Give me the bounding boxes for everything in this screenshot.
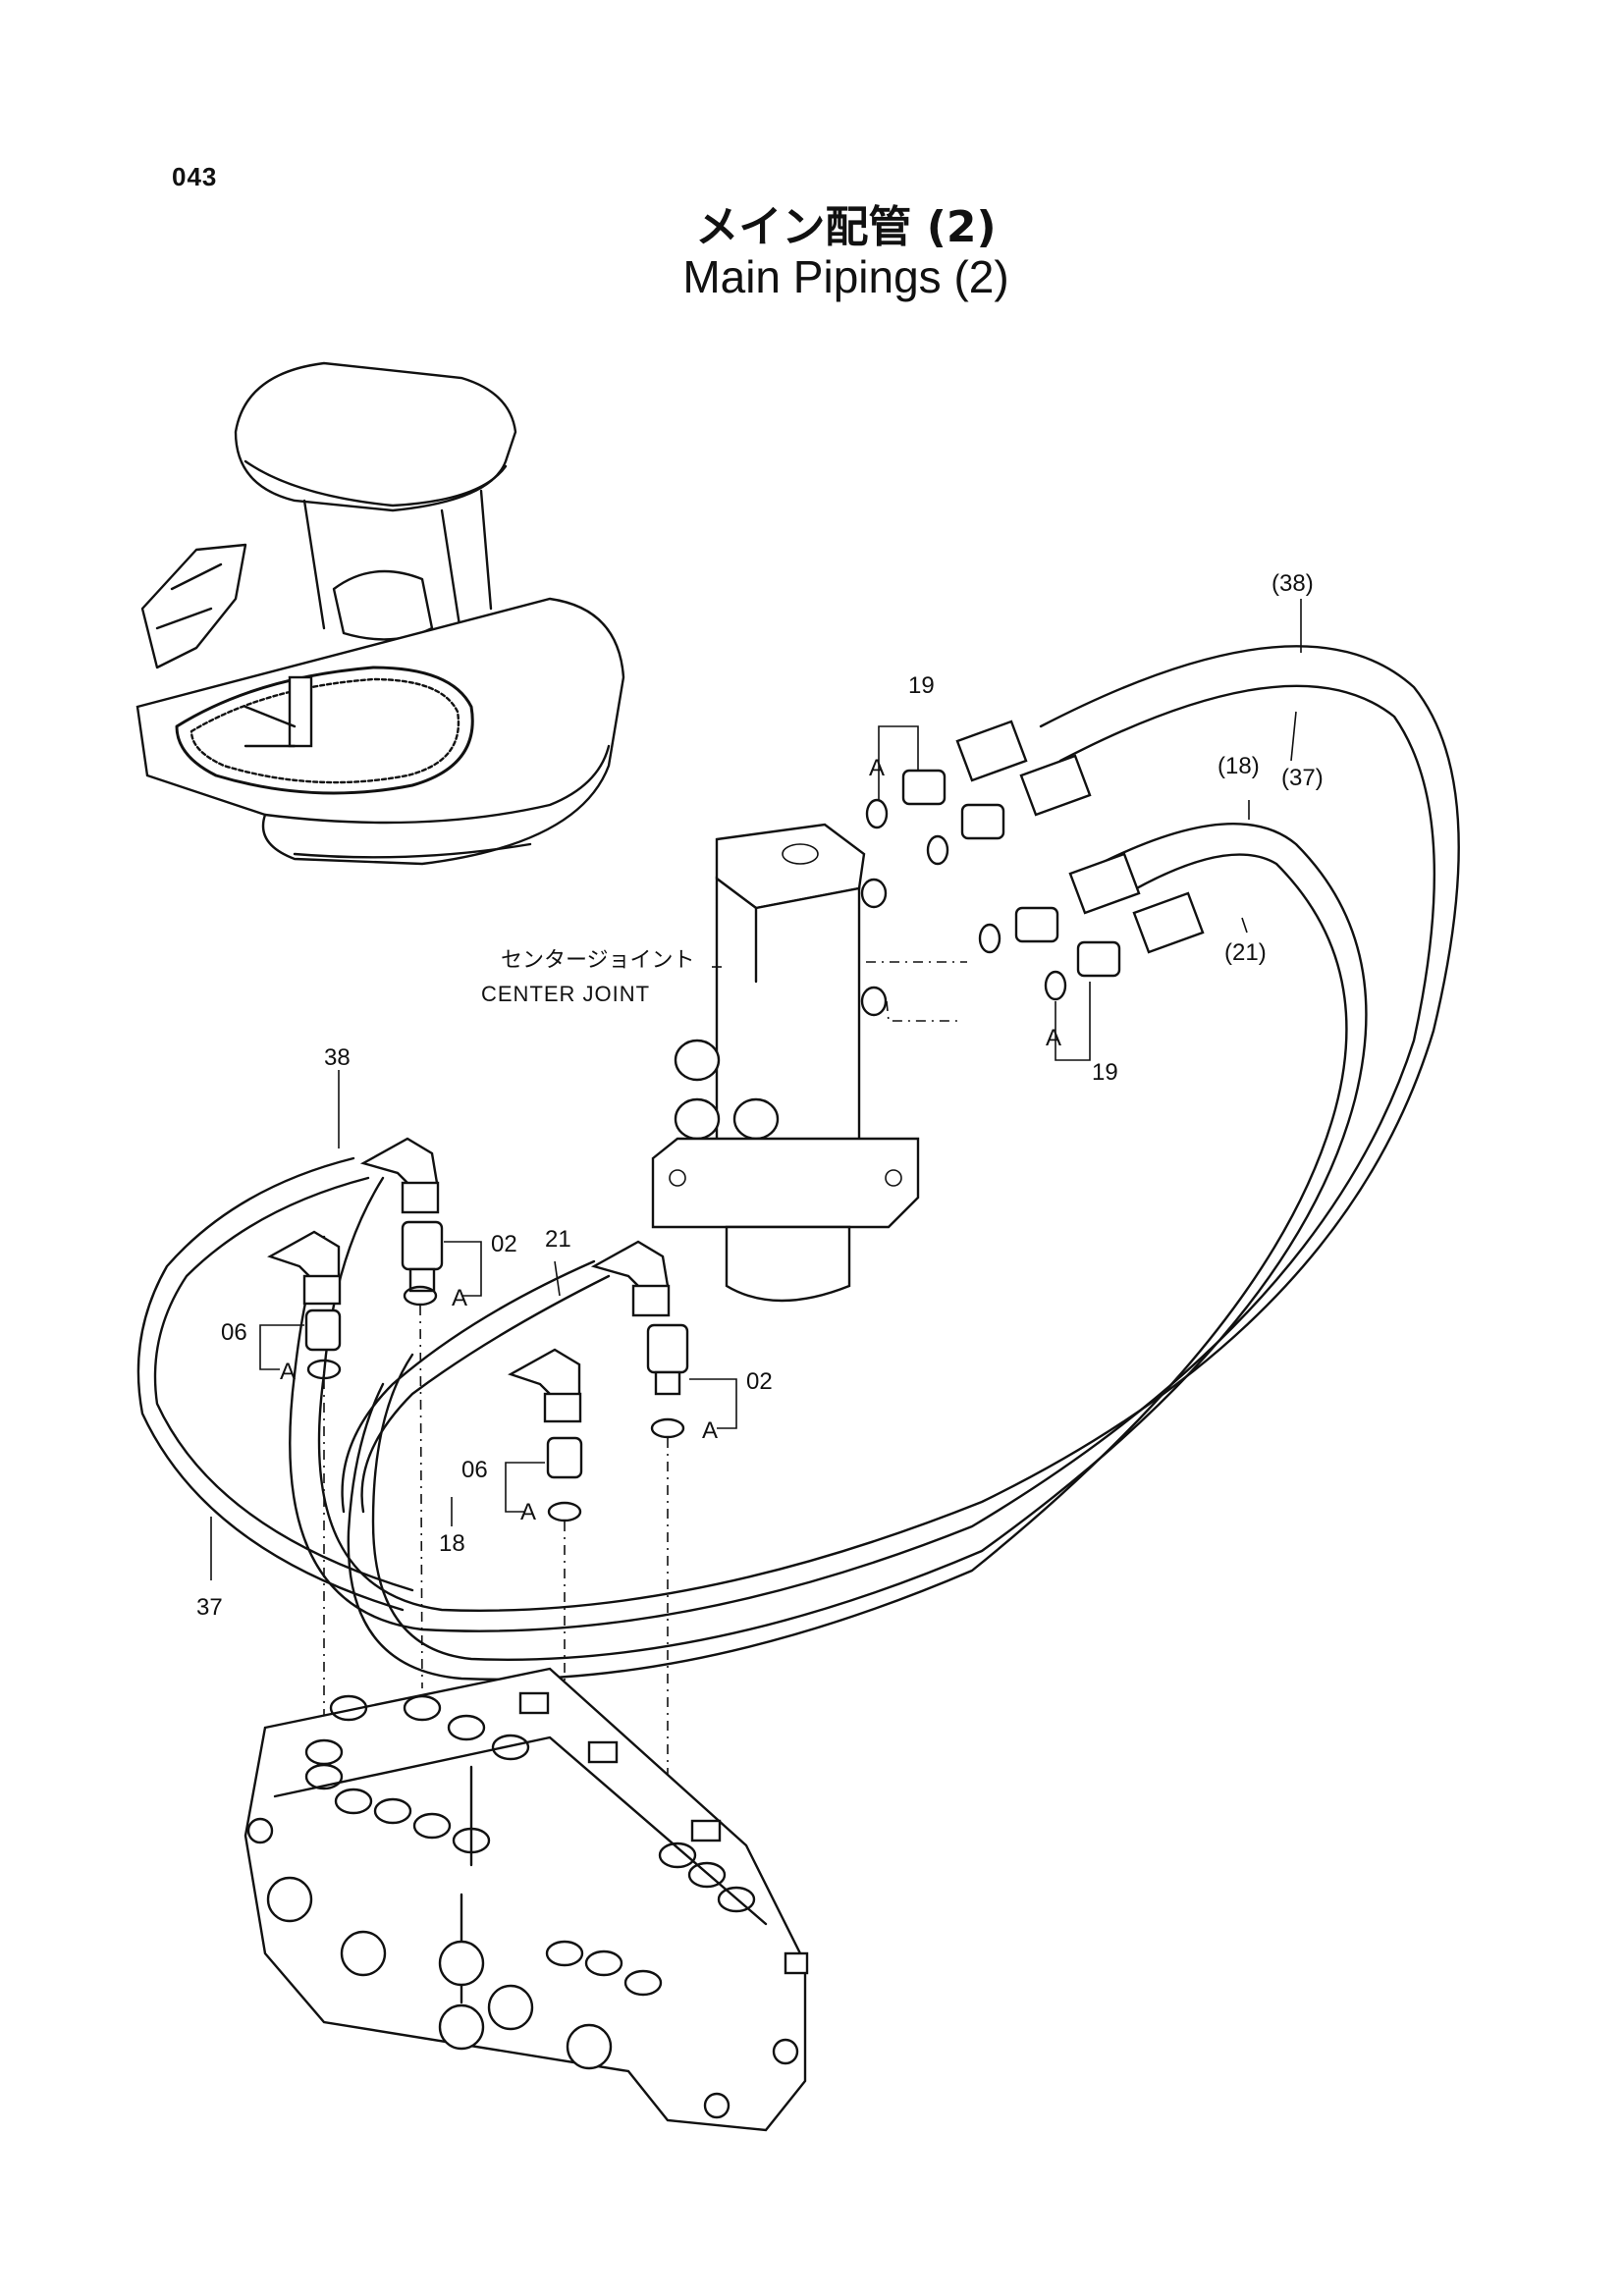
callout-19-top: 19 <box>908 672 935 699</box>
left-fittings <box>259 1137 482 1747</box>
callout-a-06-left: A <box>280 1359 296 1385</box>
right-fittings <box>505 1240 737 1944</box>
center-joint-illustration <box>651 823 920 1303</box>
callout-a-bottom: A <box>1046 1025 1061 1051</box>
control-valve-illustration <box>243 1667 809 2132</box>
callout-37: 37 <box>196 1594 223 1621</box>
center-joint-fittings <box>865 720 1205 1061</box>
callout-38-paren: (38) <box>1271 570 1314 597</box>
callout-19-bottom: 19 <box>1092 1059 1118 1086</box>
callout-18: 18 <box>439 1530 465 1557</box>
callout-02-right: 02 <box>746 1368 773 1395</box>
callout-38: 38 <box>324 1044 351 1071</box>
callout-21-paren: (21) <box>1224 939 1267 966</box>
hose-bundle <box>136 645 1460 1681</box>
callout-21: 21 <box>545 1226 571 1253</box>
callout-02-left: 02 <box>491 1231 517 1257</box>
callout-06-left: 06 <box>221 1319 247 1346</box>
callout-a-02-right: A <box>702 1417 718 1444</box>
callout-06-right: 06 <box>461 1457 488 1483</box>
callout-a-02-left: A <box>452 1285 467 1311</box>
callout-18-paren: (18) <box>1217 753 1260 779</box>
title-japanese: メイン配管 (2) <box>695 202 997 252</box>
page-number: 043 <box>172 162 218 191</box>
callout-37-paren: (37) <box>1281 765 1324 791</box>
title-english: Main Pipings (2) <box>682 251 1009 302</box>
center-joint-label-ja: センタージョイント <box>501 948 695 973</box>
callout-a-06-right: A <box>520 1499 536 1525</box>
center-joint-label-en: CENTER JOINT <box>481 982 650 1006</box>
leader-lines <box>210 599 1302 1580</box>
callout-a-top: A <box>869 755 885 781</box>
machine-overview-illustration <box>135 361 625 866</box>
